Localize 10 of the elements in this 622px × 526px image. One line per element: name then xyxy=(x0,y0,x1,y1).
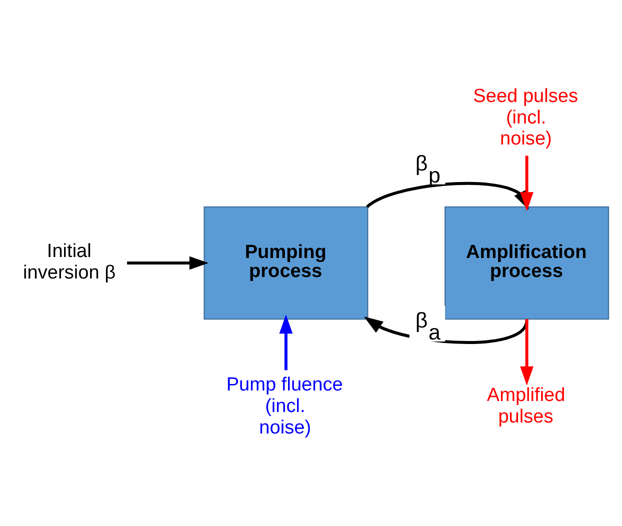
arrow xyxy=(520,156,534,212)
node-text: Amplified pulses xyxy=(486,385,566,428)
node-box: Pumping process xyxy=(204,206,368,320)
node-box: Amplification process xyxy=(444,206,610,320)
node-text: Pump fluence (incl. noise) xyxy=(226,374,343,438)
node-text: Initial inversion β xyxy=(23,240,116,284)
arrow xyxy=(279,314,293,370)
arrow xyxy=(127,256,209,270)
arrow xyxy=(520,319,534,386)
node-text: Seed pulses (incl. noise) xyxy=(473,86,578,150)
